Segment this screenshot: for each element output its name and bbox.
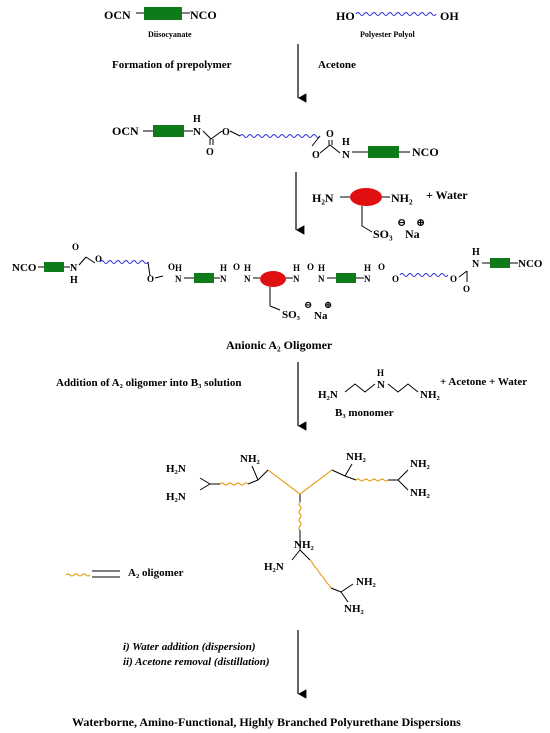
svg-text:H: H	[244, 263, 251, 273]
svg-text:NH₂: NH₂	[410, 458, 431, 470]
svg-text:SO₃: SO₃	[373, 227, 393, 241]
step1-right-label: Acetone	[318, 59, 356, 71]
anionic-oligomer-label: Anionic A₂ Oligomer	[226, 338, 333, 352]
svg-text:N: N	[70, 263, 78, 274]
svg-text:H: H	[70, 275, 78, 286]
svg-text:NH₂: NH₂	[410, 487, 431, 499]
svg-text:O: O	[463, 284, 470, 294]
polyol-chain	[355, 12, 437, 16]
svg-text:H: H	[293, 263, 300, 273]
svg-text:NH₂: NH₂	[391, 191, 413, 205]
svg-text:O: O	[326, 129, 334, 140]
svg-text:NH₂: NH₂	[240, 453, 261, 465]
diisocyanate-label: Diisocyanate	[148, 30, 192, 39]
svg-text:O: O	[312, 150, 320, 161]
step4-line1: i) Water addition (dispersion)	[123, 641, 256, 653]
plus-water-label: + Water	[426, 188, 468, 202]
legend-label: A₂ oligomer	[128, 567, 184, 579]
svg-text:H: H	[220, 263, 227, 273]
plus-acetone-water-label: + Acetone + Water	[440, 376, 527, 388]
svg-text:H₂N: H₂N	[264, 561, 284, 573]
anionic-a2-oligomer-structure: NCO N H O O O O N H N H O N H N H O N H	[12, 242, 543, 322]
svg-text:N: N	[364, 274, 371, 284]
polyol-right-end: OH	[440, 9, 459, 23]
svg-text:H₂N: H₂N	[166, 463, 186, 475]
step4-line2: ii) Acetone removal (distillation)	[123, 656, 270, 668]
svg-text:Na: Na	[314, 310, 328, 322]
svg-text:N: N	[193, 126, 201, 138]
sulfonated-diamine: H₂N NH₂ SO₃ ⊖ Na ⊕	[312, 188, 425, 241]
step1-left-label: Formation of prepolymer	[112, 59, 232, 71]
diisocyanate-right-end: NCO	[190, 8, 217, 22]
svg-text:O: O	[168, 262, 175, 272]
highly-branched-structure: NH₂ H₂N H₂N NH₂ NH₂ NH₂ NH₂ H₂N NH₂ NH₂	[166, 451, 431, 615]
diisocyanate-left-end: OCN	[104, 8, 131, 22]
svg-text:Na: Na	[405, 227, 420, 241]
svg-text:NH₂: NH₂	[420, 389, 441, 401]
svg-text:H₂N: H₂N	[318, 389, 338, 401]
svg-text:N: N	[377, 379, 385, 391]
svg-text:NCO: NCO	[12, 262, 37, 274]
svg-text:O: O	[307, 262, 314, 272]
diisocyanate-hard-segment	[144, 7, 182, 20]
svg-text:OCN: OCN	[112, 124, 139, 138]
svg-text:O: O	[378, 262, 385, 272]
svg-text:H₂N: H₂N	[312, 191, 334, 205]
legend: A₂ oligomer	[65, 567, 184, 579]
svg-text:O: O	[147, 274, 154, 284]
svg-text:H: H	[472, 247, 480, 258]
svg-text:NH₂: NH₂	[346, 451, 367, 463]
svg-text:N: N	[318, 274, 325, 284]
svg-text:⊖: ⊖	[304, 300, 312, 311]
svg-text:NCO: NCO	[518, 258, 543, 270]
product-title: Waterborne, Amino-Functional, Highly Bra…	[72, 715, 461, 729]
prepolymer-structure: OCN N H O O O O N H NCO	[112, 114, 439, 161]
svg-text:SO₃: SO₃	[282, 309, 301, 321]
svg-text:O: O	[450, 274, 457, 284]
svg-text:N: N	[342, 149, 350, 161]
svg-text:N: N	[293, 274, 300, 284]
svg-text:⊕: ⊕	[324, 300, 332, 311]
svg-text:H: H	[318, 263, 325, 273]
svg-text:NCO: NCO	[412, 145, 439, 159]
svg-text:NH₂: NH₂	[356, 576, 377, 588]
svg-text:⊕: ⊕	[416, 217, 425, 229]
svg-text:NH₂: NH₂	[294, 539, 315, 551]
svg-text:O: O	[222, 127, 230, 138]
b3-monomer-structure: H₂N N H NH₂	[318, 368, 441, 401]
svg-text:N: N	[244, 274, 251, 284]
svg-text:NH₂: NH₂	[344, 603, 365, 615]
step3-left-label: Addition of A₂ oligomer into B₃ solution	[56, 377, 241, 389]
svg-text:O: O	[206, 147, 214, 158]
svg-text:H: H	[175, 263, 182, 273]
svg-text:⊖: ⊖	[397, 217, 406, 229]
svg-text:H₂N: H₂N	[166, 491, 186, 503]
svg-text:N: N	[472, 259, 480, 270]
polyol-left-end: HO	[336, 9, 355, 23]
svg-text:H: H	[377, 368, 384, 378]
svg-text:N: N	[175, 274, 182, 284]
svg-text:H: H	[193, 114, 201, 125]
svg-text:O: O	[233, 262, 240, 272]
svg-text:O: O	[95, 254, 102, 264]
svg-text:O: O	[72, 242, 79, 252]
svg-text:N: N	[220, 274, 227, 284]
svg-text:H: H	[364, 263, 371, 273]
b3-monomer-label: B₃ monomer	[335, 407, 394, 419]
svg-text:H: H	[342, 137, 350, 148]
polyol-label: Polyester Polyol	[360, 30, 416, 39]
svg-text:O: O	[392, 274, 399, 284]
